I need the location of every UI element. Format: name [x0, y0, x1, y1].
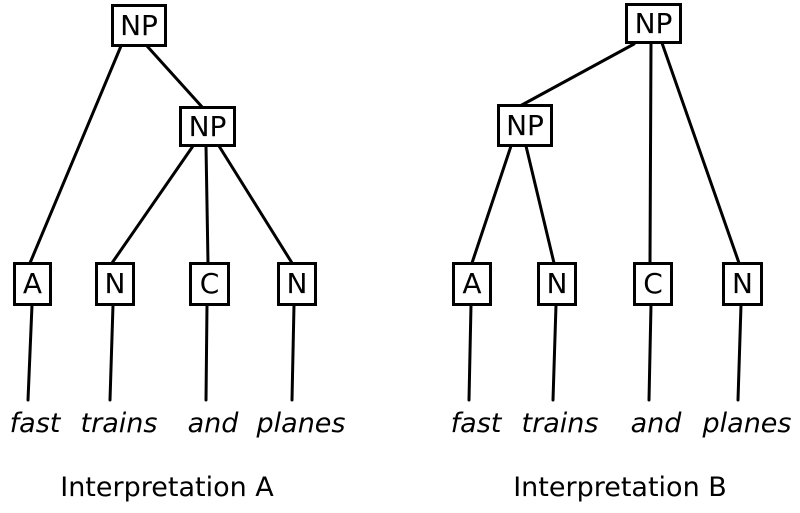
tree-b-leaf-a-node: A [452, 262, 492, 306]
tree-b-word-and: and [630, 408, 682, 439]
tree-b-leaf-n2-node: N [722, 262, 763, 306]
tree-b-edge-leaf-c-to-word [647, 303, 653, 402]
tree-a-edge-root-to-leaf-a [28, 44, 123, 265]
tree-a-word-trains: trains [80, 408, 158, 439]
tree-b-word-fast: fast [450, 408, 502, 439]
tree-a-leaf-a-node: A [13, 262, 52, 306]
tree-a-edge-inner-to-leaf-n2 [217, 144, 294, 265]
tree-b-edge-leaf-a-to-word [467, 303, 473, 402]
tree-b-caption: Interpretation B [513, 472, 727, 503]
tree-b-edge-root-to-leaf-n2 [660, 41, 741, 265]
tree-b-word-planes: planes [702, 408, 792, 439]
tree-a-edge-leaf-a-to-word [26, 303, 34, 402]
tree-b-edge-leaf-n2-to-word [736, 303, 743, 402]
tree-a-caption: Interpretation A [60, 472, 274, 503]
tree-a-word-planes: planes [256, 408, 346, 439]
tree-a-word-and: and [187, 408, 239, 439]
tree-b-word-trains: trains [521, 408, 599, 439]
tree-b-edge-root-to-inner-np [518, 42, 636, 108]
tree-a-edge-leaf-n2-to-word [290, 303, 296, 402]
tree-b-edge-root-to-leaf-c [648, 41, 653, 265]
tree-a-inner-np-node: NP [179, 106, 236, 147]
tree-b-inner-np-node: NP [497, 104, 553, 147]
tree-a-edge-leaf-c-to-word [204, 303, 209, 402]
tree-b-edge-inner-to-leaf-n1 [524, 144, 556, 265]
tree-a-edge-leaf-n1-to-word [108, 303, 115, 402]
tree-a-edge-inner-to-leaf-n1 [110, 144, 195, 265]
tree-a-edge-root-to-inner-np [145, 44, 205, 110]
tree-b-root-np-node: NP [625, 3, 682, 44]
tree-a-edge-inner-to-leaf-c [204, 144, 210, 265]
tree-a-root-np-node: NP [111, 4, 167, 47]
tree-b-edge-inner-to-leaf-a [470, 144, 513, 265]
tree-b-edge-leaf-n1-to-word [551, 303, 558, 402]
tree-a-leaf-c-node: C [189, 262, 230, 306]
tree-a-word-fast: fast [9, 408, 61, 439]
tree-a-leaf-n1-node: N [95, 262, 135, 306]
tree-b-leaf-n1-node: N [537, 262, 577, 306]
tree-a-leaf-n2-node: N [277, 262, 317, 306]
tree-b-leaf-c-node: C [633, 262, 673, 306]
